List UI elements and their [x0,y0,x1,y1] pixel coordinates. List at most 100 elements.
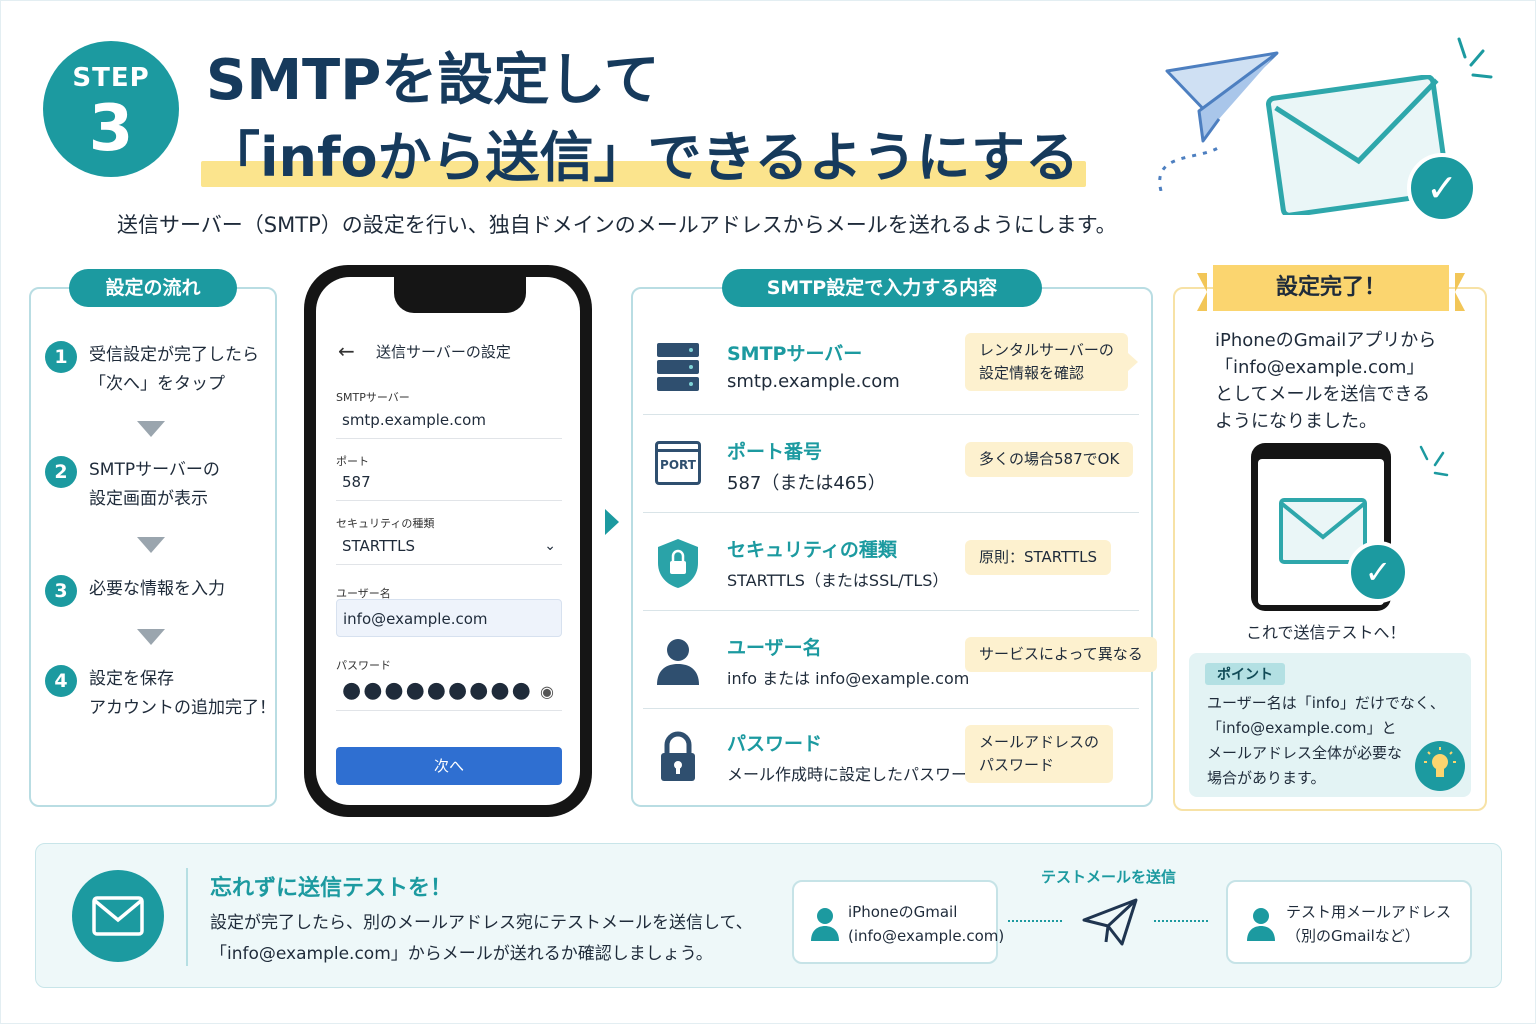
smtp-row-username: ユーザー名 info または info@example.com サービスによって… [643,613,1157,709]
next-button[interactable]: 次へ [336,747,562,785]
row-divider [643,512,1139,513]
step-number: 3 [88,92,134,166]
smtp-row-note: 多くの場合587でOK [965,442,1134,477]
phone-mockup: ← 送信サーバーの設定 SMTPサーバー smtp.example.com ポー… [304,265,592,817]
note-line: メールアドレスの [979,733,1100,751]
dotted-arrow [1008,920,1062,922]
note-line: 設定情報を確認 [979,364,1085,382]
phone-screen-title: 送信サーバーの設定 [376,343,511,361]
flow-step-text: 受信設定が完了したら [89,345,259,365]
point-line: メールアドレス全体が必要な [1207,744,1403,762]
server-icon [657,343,699,391]
banner-title: 忘れずに送信テストを！ [210,876,453,901]
page-title-line1: SMTPを設定して [206,48,660,113]
phone-screen: ← 送信サーバーの設定 SMTPサーバー smtp.example.com ポー… [316,277,580,805]
checkmark-icon: ✓ [1347,541,1409,603]
checkmark-icon: ✓ [1407,153,1477,223]
point-line: 「info@example.com」と [1207,719,1397,737]
done-line: 「info@example.com」 [1215,357,1425,378]
phone-notch [394,277,526,313]
flow-step-text: 設定を保存 [89,669,174,689]
smtp-row-heading: セキュリティの種類 [727,539,897,561]
receiver-text: テスト用メールアドレス （別のGmailなど） [1286,900,1451,948]
password-label: パスワード [336,659,391,672]
sparkle-lines-icon [1457,37,1493,79]
flow-step-number: 2 [45,456,77,488]
sender-line: (info@example.com) [848,927,1005,945]
smtp-row-value: smtp.example.com [727,371,900,392]
user-icon [657,639,699,685]
lightbulb-icon [1415,741,1465,791]
smtp-row-value: メール作成時に設定したパスワード [727,765,984,784]
security-select[interactable]: STARTTLS ⌄ [336,527,562,565]
port-field[interactable]: 587 [336,463,562,501]
smtp-row-note: レンタルサーバーの設定情報を確認 [965,333,1138,391]
flow-step-number: 3 [45,575,77,607]
smtp-server-field[interactable]: smtp.example.com [336,401,562,439]
smtp-row-password: パスワード メール作成時に設定したパスワード メールアドレスのパスワード [643,709,1139,805]
smtp-row-heading: パスワード [727,733,823,755]
banner-divider [186,868,188,966]
note-line: パスワード [979,756,1055,774]
back-arrow-icon[interactable]: ← [338,339,355,363]
banner-text: 設定が完了したら、別のメールアドレス宛にテストメールを送信して、 「info@e… [210,908,753,970]
flow-arrow-down [137,537,165,553]
done-text: iPhoneのGmailアプリから 「info@example.com」 として… [1215,327,1436,435]
send-arrow-label: テストメールを送信 [1041,868,1177,886]
done-line: iPhoneのGmailアプリから [1215,330,1437,351]
smtp-row-value: STARTTLS（またはSSL/TLS） [727,571,949,590]
test-banner: 忘れずに送信テストを！ 設定が完了したら、別のメールアドレス宛にテストメールを送… [35,843,1502,988]
point-box: ポイント ユーザー名は「info」だけでなく、 「info@example.co… [1189,653,1471,797]
smtp-row-heading: ポート番号 [727,441,823,463]
flow-step-4: 4 設定を保存アカウントの追加完了！ [45,665,276,725]
receiver-card: テスト用メールアドレス （別のGmailなど） [1226,880,1472,964]
envelope-icon [1279,498,1367,564]
smtp-row-note: メールアドレスのパスワード [965,725,1114,783]
banner-line: 「info@example.com」からメールが送れるか確認しましょう。 [210,944,713,964]
title-highlight [201,161,1086,187]
sparkle-lines-icon [1419,445,1449,477]
step-label: STEP [72,63,150,93]
done-line: としてメールを送信できる [1215,384,1431,405]
paper-plane-icon [1158,51,1279,191]
smtp-row-value: 587（または465） [727,473,886,494]
flow-step-text: 設定画面が表示 [89,489,208,509]
eye-icon[interactable]: ◉ [540,682,554,701]
done-line: ようになりました。 [1215,411,1377,432]
sender-text: iPhoneのGmail (info@example.com) [848,900,1004,948]
smtp-row-heading: SMTPサーバー [727,343,863,365]
person-icon [811,908,839,941]
mini-phone [1251,443,1391,611]
step-badge: STEP 3 [43,41,179,177]
paper-plane-icon [1082,898,1138,946]
receiver-line: （別のGmailなど） [1286,927,1420,945]
mail-circle [72,870,164,962]
password-field[interactable]: ●●●●●●●●● ◉ [336,673,562,711]
flow-step-text: 「次へ」をタップ [89,374,225,394]
flow-step-text: SMTPサーバーの [89,460,220,480]
row-divider [643,414,1139,415]
smtp-settings-title: SMTP設定で入力する内容 [722,269,1042,307]
smtp-row-security: セキュリティの種類 STARTTLS（またはSSL/TLS） 原則：STARTT… [643,515,1139,611]
username-field[interactable]: info@example.com [336,599,562,637]
shield-lock-icon [658,539,698,588]
dotted-arrow [1154,920,1208,922]
note-line: レンタルサーバーの [979,341,1114,359]
flow-step-text: アカウントの追加完了！ [89,698,276,718]
person-icon [1247,908,1275,941]
smtp-row-heading: ユーザー名 [727,637,822,659]
page-title-line2: 「infoから送信」できるようにする [206,126,1080,189]
smtp-row-port: PORT ポート番号 587（または465） 多くの場合587でOK [643,417,1139,513]
smtp-row-note: サービスによって異なる [965,637,1157,672]
flow-step-2: 2 SMTPサーバーの設定画面が表示 [45,456,275,516]
username-label: ユーザー名 [336,587,391,600]
row-divider [643,610,1139,611]
flow-arrow-down [137,629,165,645]
port-icon: PORT [655,441,701,485]
receiver-line: テスト用メールアドレス [1286,903,1452,921]
smtp-server-label: SMTPサーバー [336,391,410,404]
point-text: ユーザー名は「info」だけでなく、 「info@example.com」と メ… [1207,691,1445,791]
chevron-down-icon: ⌄ [544,538,556,554]
flow-arrow-down [137,421,165,437]
